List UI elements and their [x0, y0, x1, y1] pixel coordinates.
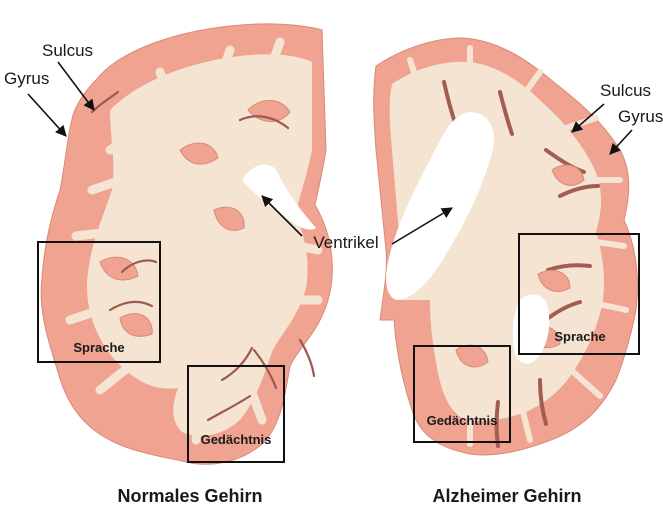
alzheimer-brain-caption: Alzheimer Gehirn	[432, 486, 581, 506]
ventricle-label: Ventrikel	[313, 233, 378, 252]
normal-language-label: Sprache	[73, 340, 124, 355]
normal-gyrus-arrow	[28, 94, 66, 136]
alzheimer-sulcus-label: Sulcus	[600, 81, 651, 100]
normal-memory-label: Gedächtnis	[201, 432, 272, 447]
normal-brain-illustration	[41, 24, 332, 470]
alzheimer-memory-label: Gedächtnis	[427, 413, 498, 428]
alzheimer-language-label: Sprache	[554, 329, 605, 344]
normal-gyrus-label: Gyrus	[4, 69, 49, 88]
alzheimer-gyrus-label: Gyrus	[618, 107, 663, 126]
normal-brain-caption: Normales Gehirn	[117, 486, 262, 506]
normal-sulcus-label: Sulcus	[42, 41, 93, 60]
normal-sulcus-arrow	[58, 62, 94, 110]
